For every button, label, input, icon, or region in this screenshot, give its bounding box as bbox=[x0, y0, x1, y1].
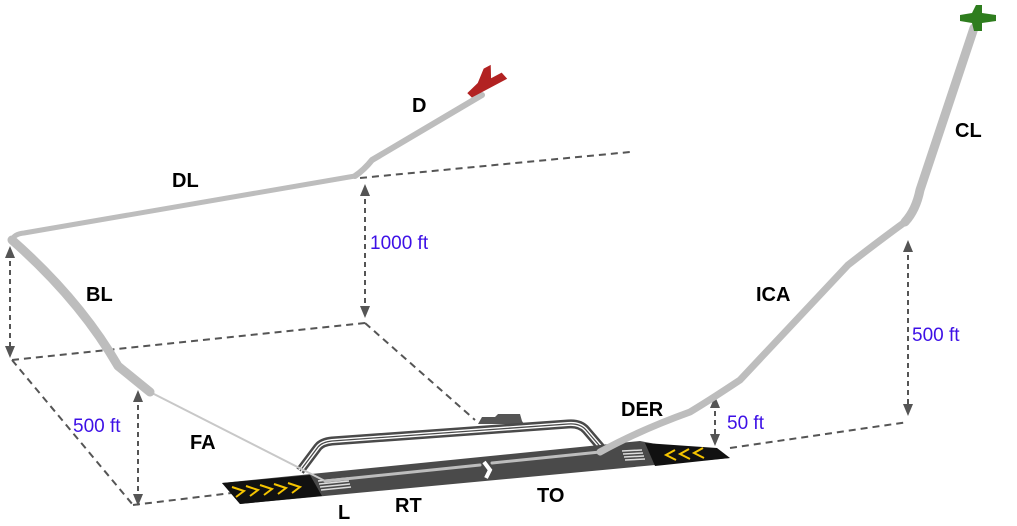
approach-chevrons bbox=[231, 482, 303, 498]
label-bl: BL bbox=[86, 284, 113, 306]
departure-path bbox=[490, 23, 979, 465]
label-to: TO bbox=[537, 485, 564, 507]
departure-threshold bbox=[645, 443, 730, 466]
altitude-der: 50 ft bbox=[727, 413, 765, 434]
arrival-path bbox=[7, 92, 485, 483]
label-rt: RT bbox=[395, 495, 422, 517]
departure-chevrons bbox=[663, 447, 705, 461]
altitude-labels: 1000 ft 500 ft 500 ft 50 ft bbox=[73, 233, 960, 437]
label-der: DER bbox=[621, 399, 664, 421]
label-d: D bbox=[412, 95, 426, 117]
phase-labels: D DL BL FA L RT TO DER ICA CL bbox=[86, 95, 982, 524]
runway-break bbox=[482, 460, 493, 479]
climb-aircraft-icon bbox=[960, 5, 996, 31]
altitude-arrows bbox=[5, 184, 913, 506]
label-ica: ICA bbox=[756, 284, 790, 306]
label-cl: CL bbox=[955, 120, 982, 142]
runway bbox=[222, 441, 730, 504]
terminal-building bbox=[478, 414, 524, 424]
label-dl: DL bbox=[172, 170, 199, 192]
label-l: L bbox=[338, 502, 350, 524]
label-fa: FA bbox=[190, 432, 216, 454]
ground-reference-lines bbox=[11, 151, 909, 506]
airfield bbox=[222, 414, 730, 504]
altitude-downwind: 1000 ft bbox=[370, 233, 429, 254]
altitude-base-left: 500 ft bbox=[73, 416, 121, 437]
departure-aircraft-icon bbox=[467, 64, 508, 98]
threshold-markings bbox=[317, 449, 646, 491]
altitude-climb-right: 500 ft bbox=[912, 325, 960, 346]
